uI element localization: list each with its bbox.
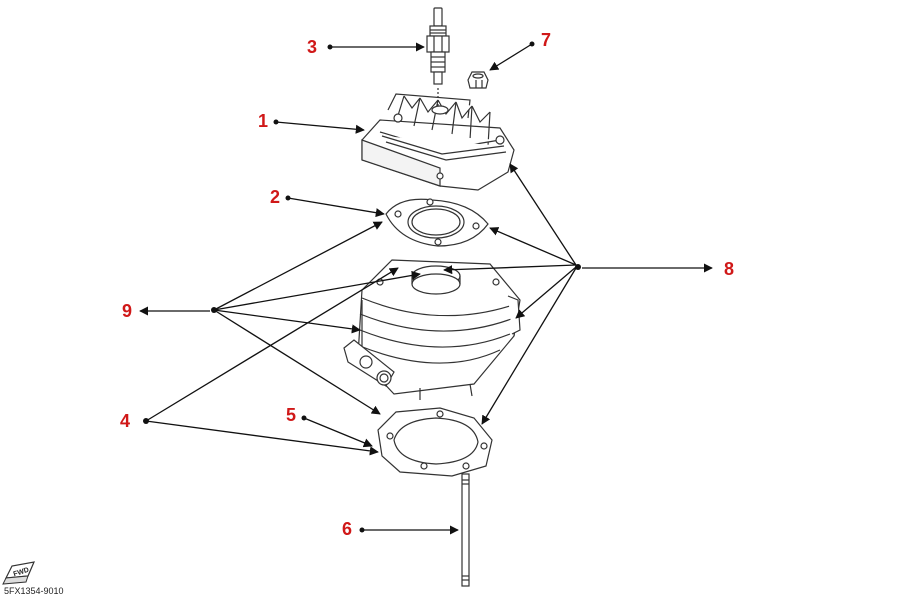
cylinder-head-drawing [361, 88, 515, 191]
callout-2: 2 [270, 187, 281, 207]
leader-9-cylinder [213, 309, 361, 334]
leader-8-intake [515, 266, 577, 319]
leader-9-piston [213, 270, 421, 311]
leader-9-gasket [213, 221, 383, 311]
cylinder-block-drawing [343, 259, 521, 400]
callout-3: 3 [307, 37, 318, 57]
base-gasket-drawing [377, 407, 493, 477]
leader-9-base [213, 309, 381, 415]
callout-1: 1 [258, 111, 269, 131]
leader-8-gasket [489, 227, 577, 266]
leader-4-base [145, 420, 379, 456]
part-code-caption: 5FX1354-9010 [4, 586, 64, 596]
leader-8-piston [443, 264, 577, 275]
leader-8-head [509, 163, 577, 266]
fwd-badge-text: FWD [13, 567, 30, 579]
callout-5: 5 [286, 405, 297, 425]
callout-7: 7 [541, 30, 552, 50]
leader-8-base [481, 267, 577, 425]
spark-plug-drawing [426, 7, 450, 85]
callout-9: 9 [122, 301, 133, 321]
leader-5 [303, 417, 373, 448]
leader-1 [275, 121, 365, 134]
callout-4: 4 [120, 411, 131, 431]
leader-dots [143, 41, 581, 533]
leader-4-top [145, 267, 399, 422]
leader-2 [287, 197, 385, 218]
leader-7 [489, 43, 533, 71]
callout-8: 8 [724, 259, 735, 279]
head-gasket-drawing [385, 198, 489, 247]
callout-6: 6 [342, 519, 353, 539]
fwd-direction-icon: FWD [2, 561, 35, 585]
leader-lines [139, 42, 713, 535]
stud-bolt-drawing [461, 473, 470, 587]
cap-nut-drawing [467, 71, 489, 89]
